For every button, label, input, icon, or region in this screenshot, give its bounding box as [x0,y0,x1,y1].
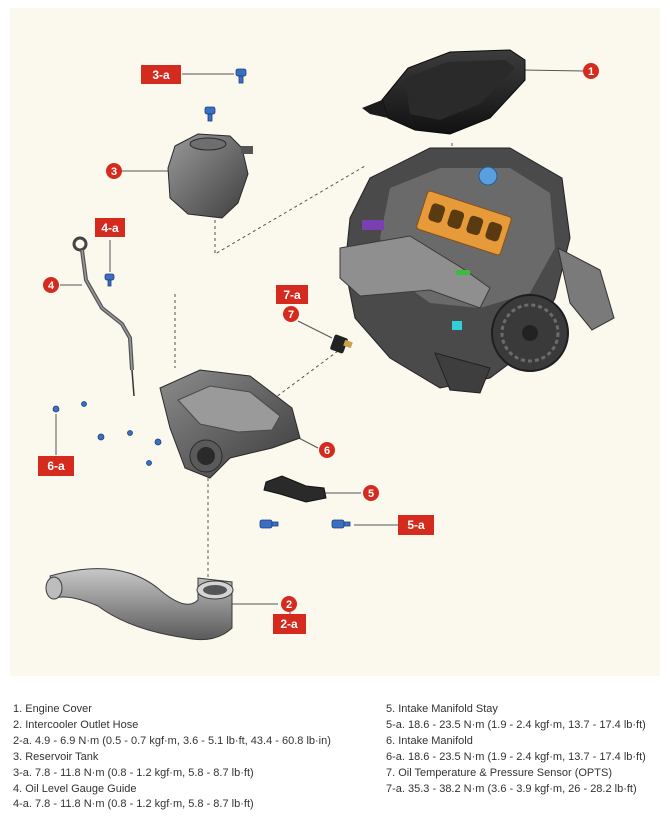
legend-item: 1. Engine Cover [13,703,92,715]
legend-item: 5-a. 18.6 - 23.5 N·m (1.9 - 2.4 kgf·m, 1… [386,718,646,731]
svg-text:6: 6 [324,445,330,457]
bolt-6a-6 [146,460,152,466]
bolt-5a-left [259,519,279,529]
bolt-4a [104,273,115,287]
callout-6a: 6-a [38,456,74,476]
callout-1: 1 [583,63,599,79]
legend-item: 6-a. 18.6 - 23.5 N·m (1.9 - 2.4 kgf·m, 1… [386,750,646,763]
callout-5: 5 [363,485,379,501]
legend-item: 4-a. 7.8 - 11.8 N·m (0.8 - 1.2 kgf·m, 5.… [13,798,254,811]
svg-text:5-a: 5-a [407,518,425,532]
svg-text:4: 4 [48,280,55,292]
diagram-canvas: 1 3 4 7 6 5 2 3-a 4-a 7-a 6-a 5 [38,49,615,641]
svg-text:3-a: 3-a [152,68,170,82]
reservoir-tank [167,133,253,219]
svg-text:2-a: 2-a [280,617,298,631]
svg-text:1: 1 [588,66,594,78]
callout-3a: 3-a [141,65,181,84]
callout-2a: 2-a [273,614,306,634]
callout-7: 7 [283,306,299,322]
callout-4a: 4-a [95,218,125,237]
callout-5a: 5-a [398,515,434,535]
callout-7a: 7-a [276,285,308,304]
bolt-5a-right [331,519,351,529]
legend-item: 2-a. 4.9 - 6.9 N·m (0.5 - 0.7 kgf·m, 3.6… [13,734,331,747]
dashed-line-sensor [267,350,339,404]
legend-item: 3. Reservoir Tank [13,750,99,763]
legend-item: 7. Oil Temperature & Pressure Sensor (OP… [386,766,612,779]
exploded-diagram: 1 3 4 7 6 5 2 3-a 4-a 7-a 6-a 5 [10,8,660,676]
engine-cover [362,49,526,135]
callout-2: 2 [281,596,297,612]
svg-text:3: 3 [111,166,117,178]
intercooler-outlet-hose [45,568,234,641]
legend-item: 6. Intake Manifold [386,734,473,747]
leader-line-7 [297,320,333,339]
callout-6: 6 [319,442,335,458]
bolt-tank [204,106,216,122]
oil-level-gauge-guide [72,236,135,397]
bolt-6a-1 [52,405,60,413]
legend-right: 5. Intake Manifold Stay 5-a. 18.6 - 23.5… [386,702,646,797]
svg-text:5: 5 [368,488,374,500]
bolt-6a-4 [127,430,133,436]
bolts [52,68,351,529]
intake-manifold-stay [263,475,327,503]
bolt-6a-5 [154,438,162,446]
bolt-3a-top [235,68,247,84]
engine-assembly [339,147,615,394]
legend-item: 7-a. 35.3 - 38.2 N·m (3.6 - 3.9 kgf·m, 2… [386,782,637,795]
legend-item: 3-a. 7.8 - 11.8 N·m (0.8 - 1.2 kgf·m, 5.… [13,766,254,779]
legend-item: 2. Intercooler Outlet Hose [13,718,139,731]
legend-item: 4. Oil Level Gauge Guide [13,782,137,795]
svg-text:6-a: 6-a [47,459,65,473]
svg-text:2: 2 [286,599,292,611]
intake-manifold [159,369,301,479]
leader-line-1 [521,69,585,72]
callout-4: 4 [43,277,59,293]
legend-item: 5. Intake Manifold Stay [386,703,498,715]
svg-text:4-a: 4-a [101,221,119,235]
svg-text:7-a: 7-a [283,288,301,302]
legend-left: 1. Engine Cover 2. Intercooler Outlet Ho… [13,702,331,813]
bolt-6a-2 [81,401,87,407]
callout-3: 3 [106,163,122,179]
bolt-6a-3 [97,433,105,441]
svg-text:7: 7 [288,309,294,321]
oil-pressure-sensor [330,334,353,354]
